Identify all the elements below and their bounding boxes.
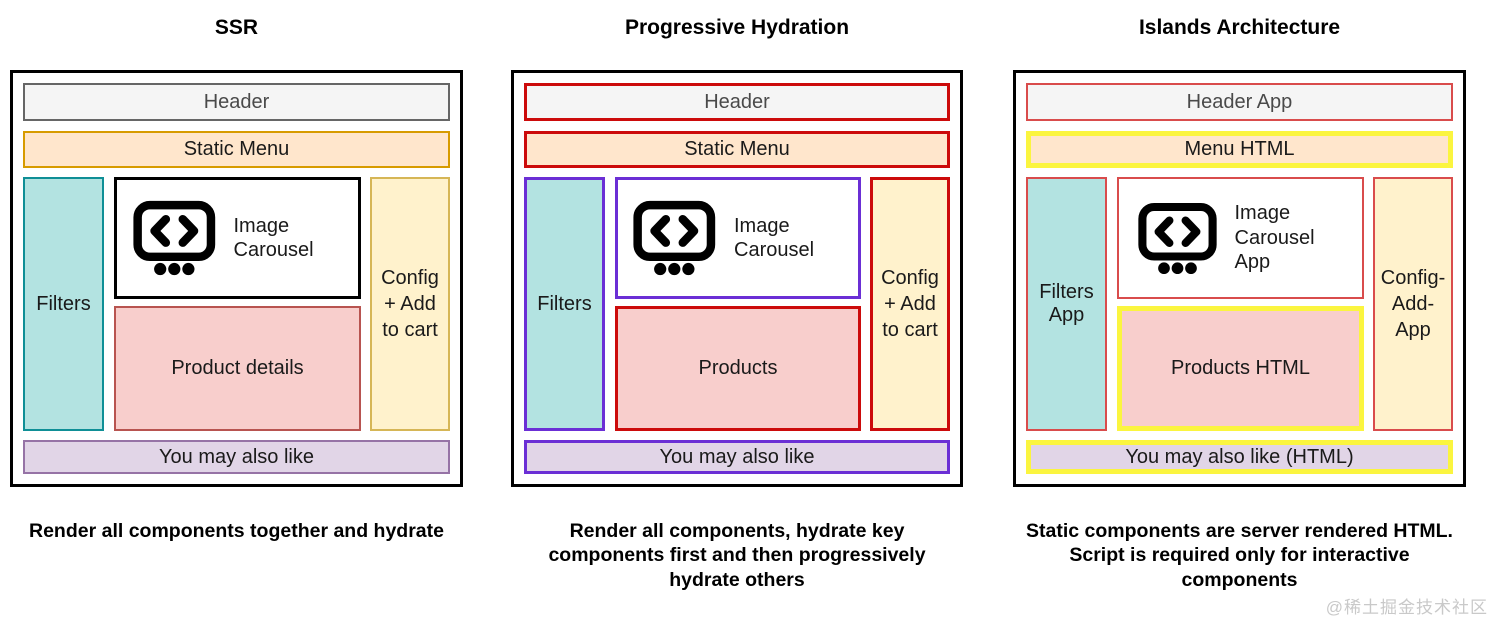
- config-box: Config + Add to cart: [370, 177, 450, 431]
- panel-title: Progressive Hydration: [624, 16, 850, 39]
- carousel-icon: [633, 200, 716, 276]
- panel-caption: Static components are server rendered HT…: [1026, 520, 1453, 591]
- content-row: Filters App Image Carousel App: [1026, 177, 1453, 431]
- config-box: Config + Add to cart: [870, 177, 950, 431]
- recommendations-box: You may also like (HTML): [1026, 440, 1453, 474]
- carousel-label: Image Carousel: [734, 214, 815, 261]
- filters-box: Filters App: [1026, 177, 1107, 431]
- center-column: Image Carousel App Products HTML: [1117, 177, 1364, 431]
- static-menu-box: Static Menu: [23, 131, 450, 168]
- header-box: Header App: [1026, 83, 1453, 121]
- header-box: Header: [524, 83, 950, 121]
- panel-caption: Render all components, hydrate key compo…: [548, 520, 926, 591]
- products-box: Product details: [114, 306, 361, 431]
- recommendations-box: You may also like: [23, 440, 450, 474]
- panel-ssr: SSR Header Static Menu Filters: [10, 0, 463, 624]
- center-column: Image Carousel Products: [615, 177, 861, 431]
- wireframe-frame: Header Static Menu Filters Imag: [10, 70, 463, 487]
- center-column: Image Carousel Product details: [114, 177, 361, 431]
- carousel-label: Image Carousel: [233, 214, 314, 261]
- panel-title: Islands Architecture: [1138, 16, 1341, 39]
- wireframe-frame: Header App Menu HTML Filters App: [1013, 70, 1466, 487]
- image-carousel-box: Image Carousel App: [1117, 177, 1364, 299]
- carousel-icon: [1137, 202, 1217, 274]
- menu-html-box: Menu HTML: [1026, 131, 1453, 168]
- wireframe-frame: Header Static Menu Filters Imag: [511, 70, 963, 487]
- content-row: Filters Image Carousel Product: [23, 177, 450, 431]
- filters-box: Filters: [524, 177, 605, 431]
- image-carousel-box: Image Carousel: [615, 177, 861, 299]
- watermark: @稀土掘金技术社区: [1325, 598, 1488, 617]
- image-carousel-box: Image Carousel: [114, 177, 361, 299]
- carousel-icon: [132, 200, 215, 276]
- carousel-label: Image Carousel App: [1234, 202, 1315, 274]
- products-box: Products HTML: [1117, 306, 1364, 431]
- panel-progressive-hydration: Progressive Hydration Header Static Menu…: [511, 0, 963, 624]
- header-box: Header: [23, 83, 450, 121]
- panel-islands-architecture: Islands Architecture Header App Menu HTM…: [1013, 0, 1466, 624]
- products-box: Products: [615, 306, 861, 431]
- panel-caption: Render all components together and hydra…: [29, 520, 444, 542]
- static-menu-box: Static Menu: [524, 131, 950, 168]
- panel-title: SSR: [214, 16, 259, 39]
- recommendations-box: You may also like: [524, 440, 950, 474]
- content-row: Filters Image Carousel Products: [524, 177, 950, 431]
- filters-box: Filters: [23, 177, 104, 431]
- config-box: Config-Add-App: [1373, 177, 1453, 431]
